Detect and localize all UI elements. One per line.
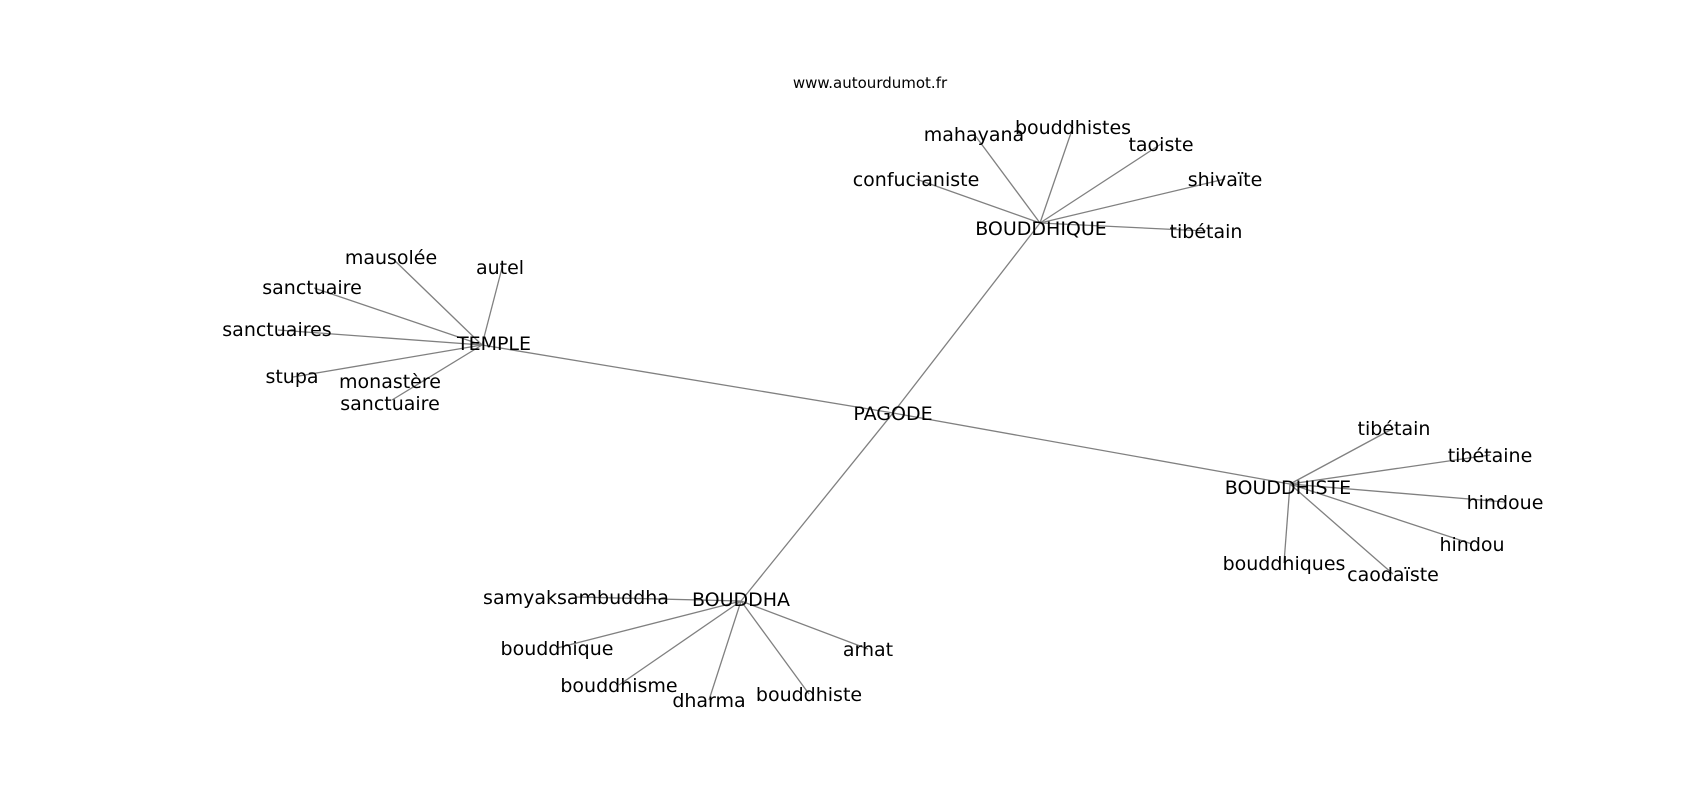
leaf-bouddhique-taoiste: taoiste [1128, 134, 1193, 156]
edges-layer [277, 126, 1506, 701]
edge-bouddhiste-tibetain [1289, 427, 1395, 485]
source-url: www.autourdumot.fr [793, 74, 948, 92]
edge-bouddhiste-bouddhiques [1283, 483, 1291, 564]
leaf-bouddhiste-tibetain: tibétain [1358, 418, 1431, 440]
leaf-bouddhique-tibetain: tibétain [1170, 221, 1243, 243]
leaf-bouddhique-mahayana: mahayana [924, 124, 1024, 146]
leaf-bouddhique-shivaite: shivaïte [1188, 169, 1263, 191]
edge-bouddhique-shivaite [1039, 178, 1226, 224]
leaf-temple-sanctuaires: sanctuaires [222, 319, 331, 341]
leaf-bouddhique-confucianiste: confucianiste [853, 169, 980, 191]
edge-temple-monastere-sanctuaire [391, 344, 483, 401]
edge-temple-sanctuaires [277, 329, 483, 346]
edge-bouddhiste-hindou [1289, 483, 1473, 545]
edge-center-bouddhiste [892, 412, 1291, 485]
edge-bouddha-bouddhiste [740, 600, 810, 695]
node-center: PAGODE [853, 403, 932, 425]
edge-temple-mausolee [391, 257, 483, 346]
edge-center-bouddha [740, 412, 894, 602]
leaf-bouddha-samyaksambuddha: samyaksambuddha [483, 587, 669, 609]
leaf-temple-stupa: stupa [265, 366, 318, 388]
edge-bouddha-samyaksambuddha [575, 596, 742, 602]
edge-bouddha-bouddhique [556, 600, 742, 649]
leaf-bouddhique-bouddhistes: bouddhistes [1015, 117, 1131, 139]
leaf-bouddha-arhat: arhat [843, 639, 893, 661]
edge-temple-stupa [292, 344, 483, 378]
edge-temple-sanctuaire [313, 287, 483, 346]
node-bouddhiste: BOUDDHISTE [1225, 477, 1351, 499]
edge-bouddhique-taoiste [1039, 143, 1162, 224]
leaf-temple-mausolee: mausolée [345, 247, 437, 269]
leaf-bouddha-dharma: dharma [672, 690, 745, 712]
edge-bouddhique-mahayana [973, 133, 1041, 224]
labels-layer: TEMPLE mausolée autel sanctuaire sanctuaires… [222, 117, 1543, 712]
edge-bouddha-dharma [708, 600, 742, 701]
leaf-bouddhiste-hindou: hindou [1439, 534, 1504, 556]
edge-bouddha-bouddhisme [618, 600, 742, 686]
leaf-bouddha-bouddhique: bouddhique [501, 638, 614, 660]
leaf-temple-sanctuaire: sanctuaire [262, 277, 362, 299]
edge-bouddhique-bouddhistes [1039, 126, 1074, 224]
node-bouddha: BOUDDHA [692, 589, 790, 611]
leaf-temple-autel: autel [476, 257, 524, 279]
leaf-bouddhiste-bouddhiques: bouddhiques [1223, 553, 1346, 575]
edge-bouddhiste-hindoue [1289, 483, 1506, 503]
edge-bouddhique-tibetain [1039, 222, 1207, 232]
leaf-bouddhiste-tibetaine: tibétaine [1448, 445, 1533, 467]
leaf-bouddha-bouddhisme: bouddhisme [560, 675, 677, 697]
edge-bouddhiste-caodaiste [1289, 483, 1394, 575]
leaf-bouddhiste-caodaiste: caodaïste [1347, 564, 1439, 586]
leaf-bouddhiste-hindoue: hindoue [1467, 492, 1544, 514]
edge-bouddhiste-tibetaine [1289, 454, 1491, 485]
edge-center-temple [481, 344, 894, 414]
edge-temple-autel [481, 267, 503, 346]
edge-center-bouddhique [892, 222, 1041, 414]
node-temple: TEMPLE [456, 333, 531, 355]
edge-bouddha-arhat [740, 600, 869, 650]
leaf-bouddha-bouddhiste: bouddhiste [756, 684, 862, 706]
node-bouddhique: BOUDDHIQUE [975, 218, 1107, 240]
edge-bouddhique-confucianiste [915, 178, 1041, 224]
